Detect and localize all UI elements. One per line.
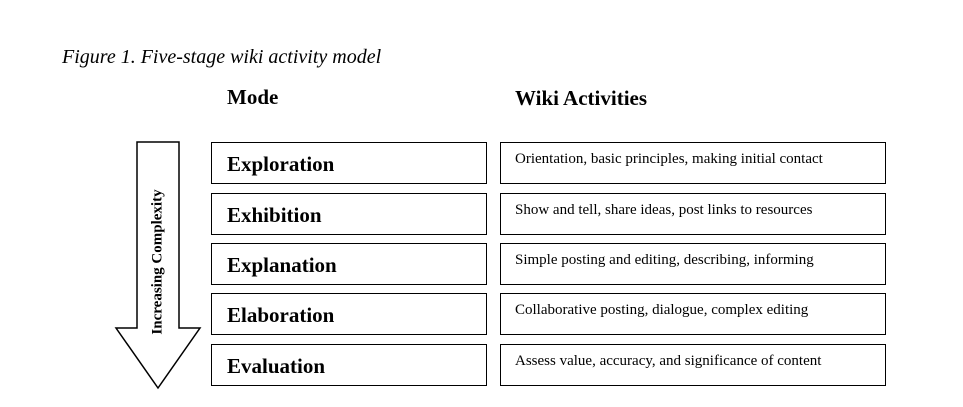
activity-box-explanation: Simple posting and editing, describing, … [500,243,886,285]
figure-caption: Figure 1. Five-stage wiki activity model [62,46,382,68]
activity-label: Collaborative posting, dialogue, complex… [515,302,809,318]
activity-label: Simple posting and editing, describing, … [515,252,814,268]
activity-label: Assess value, accuracy, and significance… [515,353,822,369]
arrow-label: Increasing Complexity [149,189,165,335]
mode-label: Exhibition [227,203,322,227]
mode-label: Evaluation [227,354,326,378]
mode-box-elaboration: Elaboration [211,293,487,335]
mode-box-evaluation: Evaluation [211,344,487,386]
mode-label: Exploration [227,152,335,176]
mode-label: Explanation [227,253,337,277]
activity-box-elaboration: Collaborative posting, dialogue, complex… [500,293,886,335]
mode-label: Elaboration [227,303,335,327]
complexity-arrow: Increasing Complexity [114,141,202,390]
arrow-shape [114,141,202,390]
activity-label: Orientation, basic principles, making in… [515,151,823,167]
mode-column-header: Mode [227,85,279,109]
activities-column-header: Wiki Activities [515,86,648,110]
activity-box-exploration: Orientation, basic principles, making in… [500,142,886,184]
activity-box-evaluation: Assess value, accuracy, and significance… [500,344,886,386]
activity-box-exhibition: Show and tell, share ideas, post links t… [500,193,886,235]
mode-box-explanation: Explanation [211,243,487,285]
mode-box-exhibition: Exhibition [211,193,487,235]
activity-label: Show and tell, share ideas, post links t… [515,202,813,218]
mode-box-exploration: Exploration [211,142,487,184]
